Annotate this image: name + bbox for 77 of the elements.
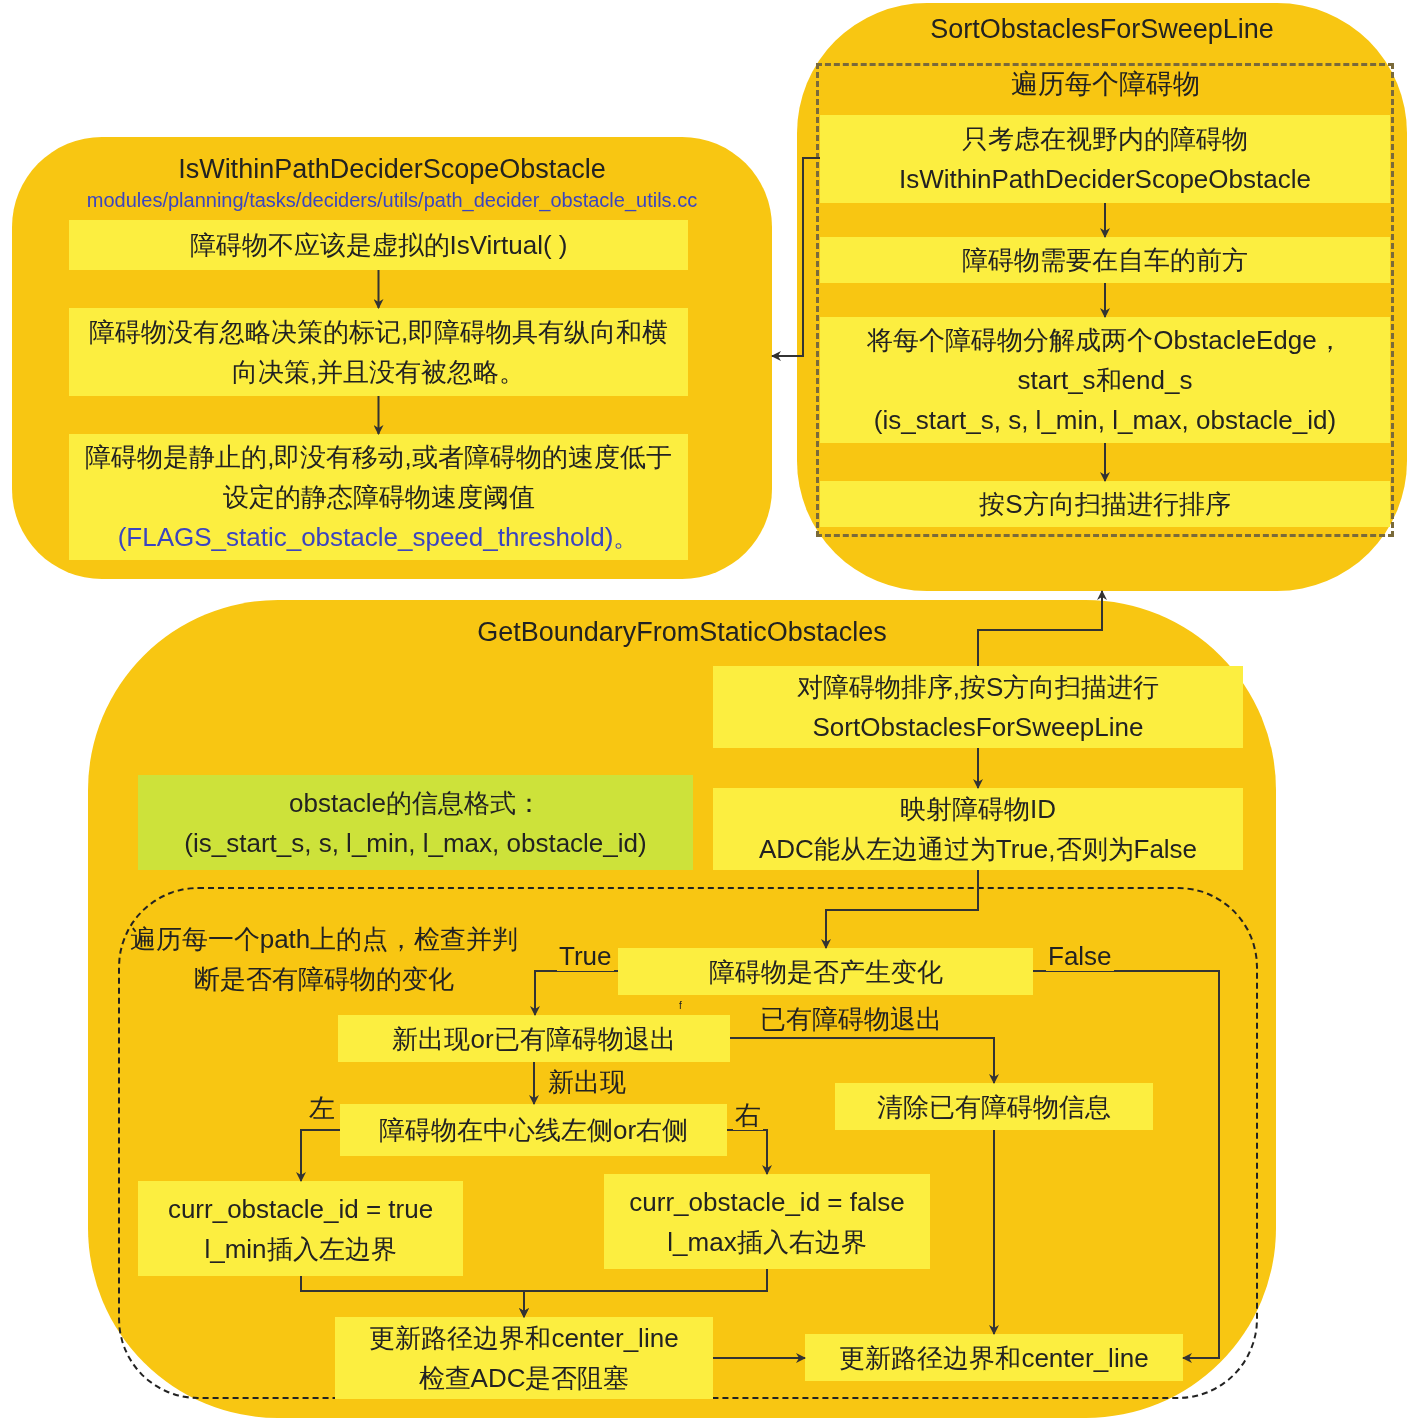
arrow	[771, 157, 821, 361]
arrow	[530, 970, 619, 1016]
process-box	[138, 1181, 463, 1276]
box-text: 检查ADC是否阻塞	[418, 1362, 630, 1395]
process-box	[69, 434, 688, 560]
arrow	[729, 1037, 999, 1084]
edge-label: 新出现	[546, 1067, 628, 1097]
box-text: curr_obstacle_id = true	[167, 1192, 434, 1226]
arrow	[1032, 970, 1220, 1363]
group-title: 遍历每个障碍物	[1010, 68, 1200, 101]
box-text: 障碍物需要在自车的前方	[962, 244, 1248, 277]
process-box	[835, 1083, 1153, 1130]
function-group	[797, 3, 1407, 591]
process-box	[618, 948, 1033, 995]
box-text: 将每个障碍物分解成两个ObstacleEdge，start_s和end_s	[866, 324, 1344, 397]
box-text: 按S方向扫描进行排序	[979, 488, 1231, 521]
process-box	[820, 115, 1390, 203]
box-text: ADC能从左边通过为True,否则为False	[758, 833, 1198, 866]
box-text: 对障碍物排序,按S方向扫描进行	[796, 671, 1160, 704]
arrow	[712, 1353, 806, 1363]
process-box	[713, 788, 1243, 870]
process-box	[604, 1174, 930, 1269]
box-text: 更新路径边界和center_line	[839, 1341, 1149, 1375]
box-text: 障碍物在中心线左侧or右侧	[378, 1114, 689, 1147]
arrow	[529, 1061, 539, 1105]
group-title: GetBoundaryFromStaticObstacles	[477, 616, 887, 649]
box-text: (is_start_s, s, l_min, l_max, obstacle_id)	[184, 826, 647, 860]
process-box	[335, 1317, 713, 1399]
arrow	[296, 1129, 341, 1182]
info-box	[138, 775, 693, 870]
arrow	[519, 1268, 768, 1318]
arrow	[977, 590, 1107, 667]
box-text: IsWithinPathDeciderScopeObstacle	[899, 163, 1311, 196]
box-text: (FLAGS_static_obstacle_speed_threshold)。	[117, 521, 640, 554]
function-group	[12, 137, 772, 579]
process-box	[805, 1334, 1183, 1381]
arrow	[726, 1129, 772, 1175]
box-text: 障碍物是否产生变化	[708, 955, 943, 989]
box-text: 障碍物没有忽略决策的标记,即障碍物具有纵向和横向决策,并且没有被忽略。	[87, 316, 670, 389]
loop-region	[816, 63, 1394, 537]
arrow	[1100, 202, 1110, 238]
box-text: SortObstaclesForSweepLine	[812, 711, 1144, 744]
process-box	[820, 481, 1390, 527]
arrow	[1100, 442, 1110, 482]
loop-note: 遍历每一个path上的点，检查并判断是否有障碍物的变化	[128, 923, 520, 996]
box-text: 更新路径边界和center_line	[369, 1322, 679, 1355]
arrow	[373, 395, 384, 435]
box-text: obstacle的信息格式：	[289, 786, 542, 820]
process-box	[69, 308, 688, 396]
loop-region	[118, 887, 1258, 1399]
process-box	[340, 1104, 727, 1156]
box-text: 清除已有障碍物信息	[877, 1090, 1111, 1124]
group-title: IsWithinPathDeciderScopeObstacle	[178, 153, 606, 186]
arrow	[989, 1129, 999, 1335]
box-text: curr_obstacle_id = false	[629, 1185, 905, 1219]
box-text: 只考虑在视野内的障碍物	[962, 123, 1248, 156]
process-box	[713, 666, 1243, 748]
arrow	[373, 269, 384, 309]
box-text: 新出现or已有障碍物退出	[392, 1022, 676, 1056]
edge-label: 右	[733, 1100, 763, 1130]
arrow	[1100, 282, 1110, 318]
process-box	[69, 220, 688, 270]
note-text: f	[679, 1000, 682, 1012]
process-box	[820, 237, 1390, 283]
box-text: 障碍物不应该是虚拟的IsVirtual( )	[189, 229, 568, 262]
process-box	[338, 1015, 730, 1062]
file-path: modules/planning/tasks/deciders/utils/path_decider_obstacle_utils.cc	[86, 188, 698, 213]
box-text: (is_start_s, s, l_min, l_max, obstacle_id)	[873, 404, 1337, 437]
box-text: l_min插入左边界	[204, 1232, 397, 1266]
arrow	[821, 869, 979, 949]
box-text: 映射障碍物ID	[900, 793, 1056, 826]
box-text: 障碍物是静止的,即没有移动,或者障碍物的速度低于设定的静态障碍物速度阈值	[84, 441, 673, 514]
function-group	[88, 600, 1276, 1418]
arrow	[973, 747, 983, 789]
box-text: l_max插入右边界	[667, 1225, 867, 1259]
process-box	[820, 317, 1390, 443]
group-title: SortObstaclesForSweepLine	[930, 13, 1274, 46]
